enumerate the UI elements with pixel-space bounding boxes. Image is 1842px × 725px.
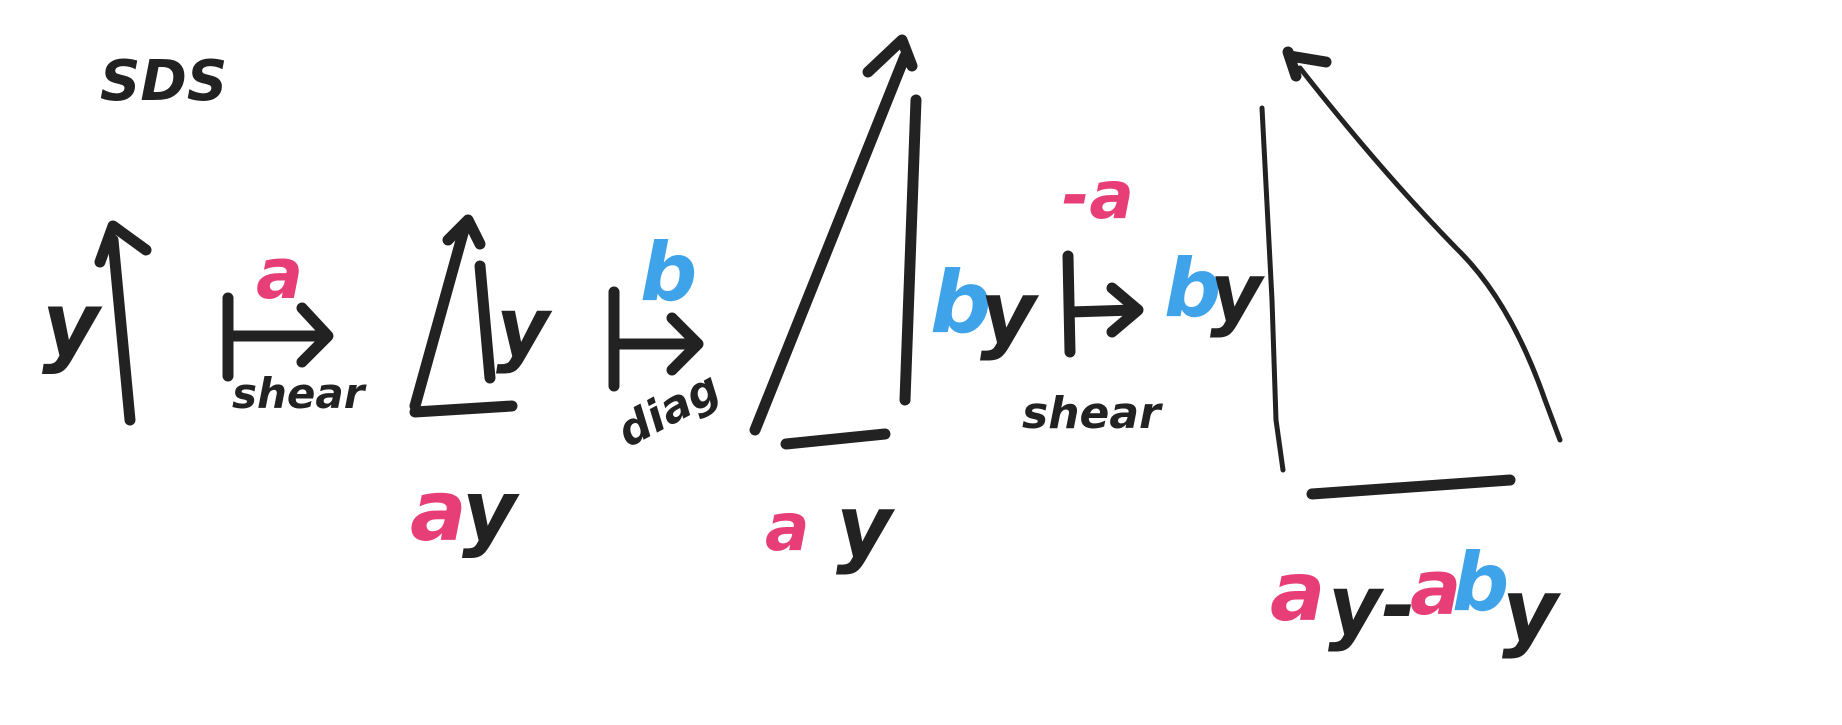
triangle-2-side-coef: b <box>930 253 992 353</box>
shear-arrow-1-param: a <box>256 233 303 315</box>
triangle-3-base-part2-var: y <box>1502 561 1562 661</box>
triangle-3-base-part1-var: y- <box>1328 559 1416 654</box>
triangle-1-side-label: y <box>496 281 553 376</box>
shear-arrow-1-label: shear <box>232 369 367 418</box>
triangle-3: a y- a b y <box>1259 46 1563 661</box>
diag-arrow: b diag <box>608 226 728 458</box>
title-label: SDS <box>100 49 227 114</box>
start-vector-label: y <box>42 273 103 376</box>
start-vector: y <box>42 220 152 426</box>
triangle-2-base-coef: a <box>765 489 810 566</box>
triangle-2-side-var: y <box>980 263 1040 363</box>
triangle-3-base-part2-coef-a: a <box>1410 543 1461 632</box>
shear-arrow-2: -a shear <box>1022 157 1163 439</box>
triangle-1-base-coef: a <box>410 462 467 560</box>
shear-arrow-2-result: b y <box>1164 242 1265 339</box>
shear-arrow-2-label: shear <box>1022 388 1163 439</box>
shear-arrow-1: a shear <box>222 233 367 418</box>
diag-arrow-label: diag <box>609 362 728 458</box>
triangle-3-side-var: y <box>1210 246 1265 339</box>
triangle-1-base-var: y <box>462 462 520 560</box>
diag-arrow-param: b <box>640 226 697 319</box>
shear-arrow-2-param: -a <box>1062 157 1134 234</box>
triangle-1: y a y <box>409 214 553 560</box>
triangle-3-side-coef: b <box>1164 242 1221 335</box>
triangle-3-base-part2-coef-b: b <box>1452 536 1509 629</box>
triangle-3-base-part1-coef: a <box>1270 545 1325 640</box>
triangle-2-base-var: y <box>836 477 896 577</box>
triangle-2: b y a y <box>749 34 1040 577</box>
